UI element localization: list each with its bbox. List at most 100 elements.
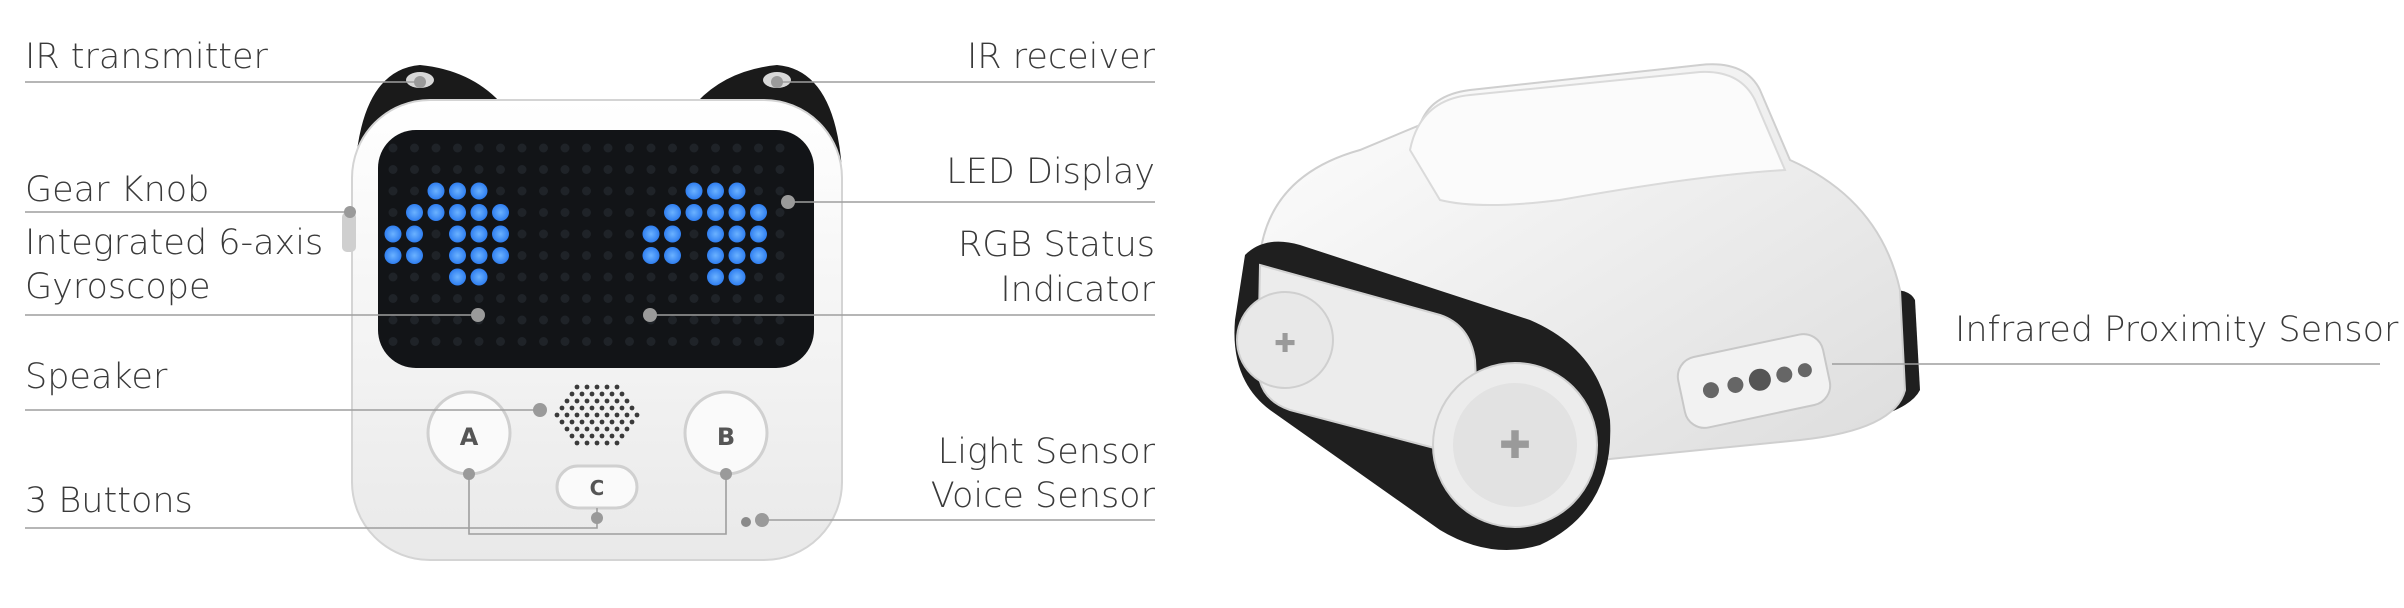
button-c[interactable]: C	[555, 464, 639, 510]
led-pixel-off	[625, 315, 634, 325]
led-pixel-on	[470, 182, 488, 200]
led-pixel-off	[539, 186, 548, 196]
led-pixel-off	[517, 272, 527, 282]
led-pixel-off	[689, 229, 699, 239]
led-pixel-off	[431, 294, 441, 303]
led-pixel-on	[750, 247, 767, 264]
led-pixel-on	[750, 225, 767, 243]
led-pixel-off	[625, 337, 634, 346]
led-pixel-off	[625, 208, 634, 217]
led-pixel-off	[668, 294, 677, 303]
button-b[interactable]: B	[683, 390, 769, 476]
led-pixel-on	[707, 225, 724, 243]
led-pixel-on	[384, 247, 402, 264]
led-pixel-on	[664, 204, 681, 221]
led-pixel-on	[707, 247, 724, 264]
led-pixel-off	[410, 165, 419, 174]
led-pixel-off	[539, 337, 548, 346]
led-pixel-off	[431, 251, 441, 260]
led-pixel-on	[449, 268, 466, 286]
led-pixel-off	[711, 294, 720, 303]
speaker-hole	[564, 398, 570, 404]
led-pixel-off	[668, 186, 677, 196]
led-pixel-off	[582, 294, 591, 303]
led-pixel-off	[431, 229, 441, 239]
led-pixel-off	[625, 186, 634, 196]
speaker-hole	[594, 398, 600, 404]
led-pixel-on	[750, 204, 767, 221]
speaker-hole	[609, 433, 615, 439]
led-pixel-on	[664, 225, 681, 243]
led-pixel-off	[689, 294, 699, 303]
speaker-hole	[604, 440, 610, 446]
led-pixel-off	[431, 272, 441, 282]
led-pixel-off	[603, 208, 613, 217]
led-pixel-off	[646, 337, 656, 346]
svg-text:✚: ✚	[1274, 329, 1296, 359]
led-pixel-on	[449, 225, 466, 243]
led-pixel-off	[582, 315, 591, 325]
led-pixel-off	[388, 337, 398, 346]
led-pixel-on	[664, 247, 681, 264]
led-pixel-off	[388, 294, 398, 303]
speaker-hole	[574, 384, 580, 390]
led-pixel-off	[689, 143, 699, 153]
led-pixel-off	[732, 337, 742, 346]
label-light-sensor: Light Sensor	[937, 432, 1155, 472]
button-a[interactable]: A	[426, 390, 512, 476]
speaker-hole	[604, 412, 610, 418]
led-pixel-on	[449, 182, 466, 200]
speaker-hole	[594, 412, 600, 418]
speaker-hole	[569, 391, 575, 397]
led-pixel-off	[431, 337, 441, 346]
led-pixel-off	[582, 272, 591, 282]
speaker-hole	[584, 426, 590, 432]
led-pixel-off	[603, 186, 613, 196]
led-pixel-off	[775, 165, 785, 174]
led-pixel-off	[775, 186, 785, 196]
led-pixel-off	[453, 165, 462, 174]
led-pixel-off	[517, 208, 527, 217]
led-pixel-off	[775, 272, 785, 282]
speaker-hole	[619, 433, 625, 439]
speaker-hole	[604, 384, 610, 390]
speaker-hole	[579, 391, 585, 397]
label-rgb-line1: RGB Status	[957, 225, 1155, 265]
led-pixel-off	[582, 208, 591, 217]
led-pixel-on	[384, 225, 402, 243]
led-pixel-on	[427, 204, 445, 221]
label-led-display: LED Display	[946, 152, 1155, 192]
led-pixel-on	[406, 204, 423, 221]
speaker-hole	[594, 440, 600, 446]
led-pixel-off	[646, 143, 656, 153]
led-pixel-on	[492, 247, 509, 264]
led-pixel-off	[517, 165, 527, 174]
led-pixel-on	[642, 247, 660, 264]
label-gear-knob: Gear Knob	[25, 170, 210, 210]
led-pixel-off	[539, 208, 548, 217]
speaker-hole	[599, 405, 605, 411]
led-pixel-on	[707, 204, 724, 221]
led-pixel-off	[539, 272, 548, 282]
led-pixel-off	[410, 143, 419, 153]
robot-car: ✚ ✚	[1234, 63, 1920, 550]
label-ir-transmitter: IR transmitter	[25, 37, 268, 77]
speaker-hole	[574, 440, 580, 446]
led-pixel-on	[707, 268, 724, 286]
led-pixel-on	[492, 225, 509, 243]
led-pixel-off	[582, 337, 591, 346]
speaker-hole	[579, 433, 585, 439]
led-pixel-off	[560, 272, 570, 282]
led-pixel-off	[732, 315, 742, 325]
speaker-hole	[579, 419, 585, 425]
led-pixel-off	[431, 165, 441, 174]
speaker-hole	[589, 405, 595, 411]
led-pixel-off	[646, 186, 656, 196]
led-pixel-off	[603, 229, 613, 239]
led-pixel-off	[754, 186, 763, 196]
led-pixel-off	[689, 272, 699, 282]
speaker-hole	[614, 440, 620, 446]
led-pixel-off	[539, 315, 548, 325]
led-pixel-off	[582, 165, 591, 174]
led-pixel-off	[496, 186, 505, 196]
